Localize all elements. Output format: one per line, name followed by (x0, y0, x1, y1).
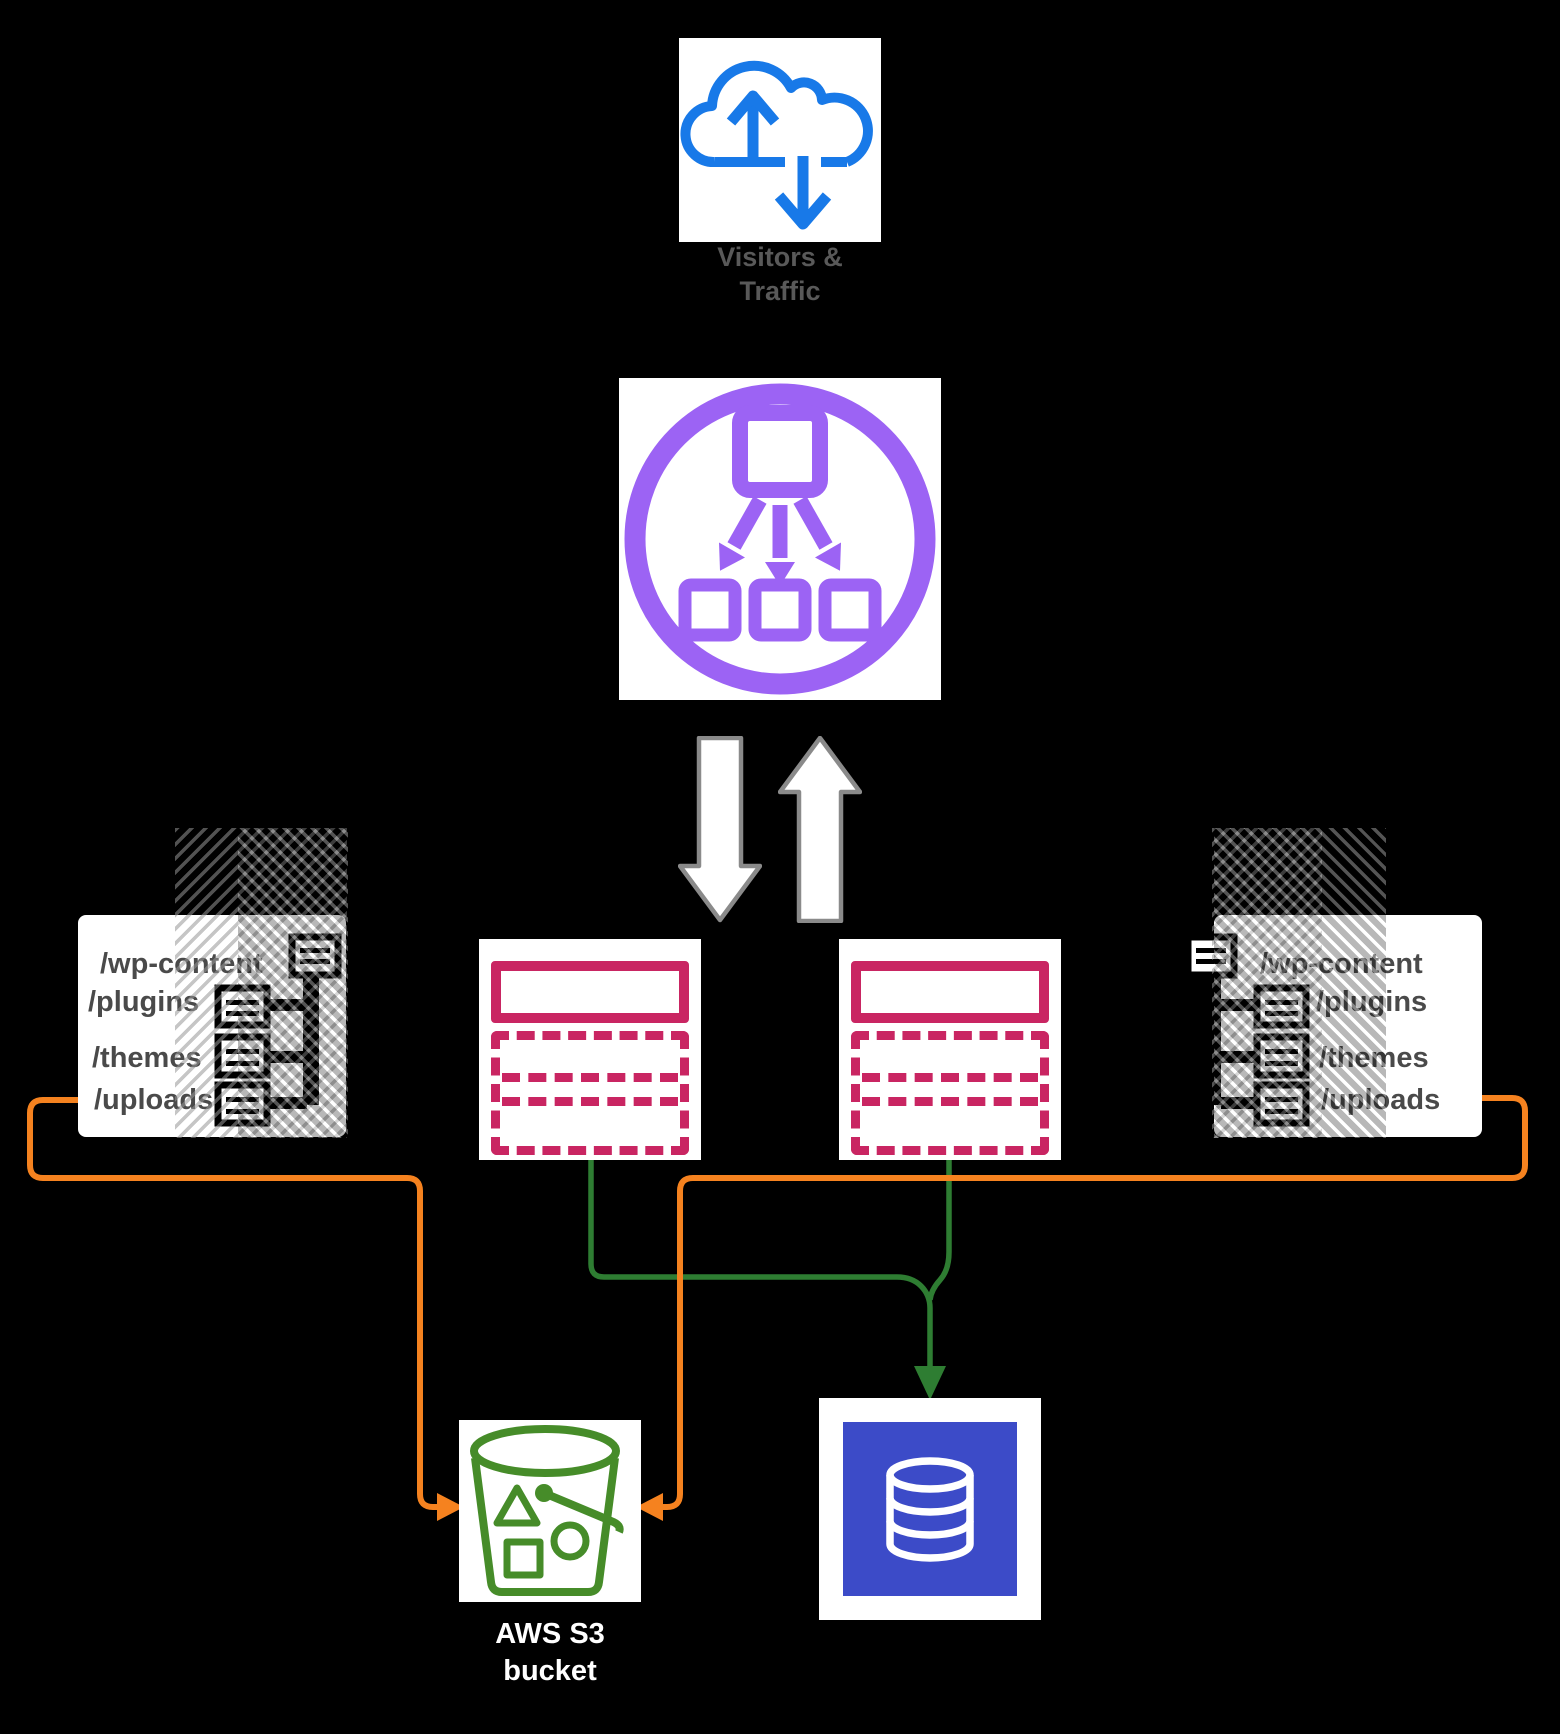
load-balancer-node (619, 378, 941, 700)
server-icon-solid-panel (851, 961, 1049, 1023)
hatch-overlay-right (1214, 828, 1386, 1138)
server-icon-dashed-panel (491, 1031, 689, 1155)
orange-connector-right (663, 1095, 1528, 1510)
server-dashed-row-line (502, 1073, 678, 1082)
visitors-caption-line1: Visitors & (717, 242, 843, 272)
server-node-left (479, 939, 701, 1160)
visitors-caption-line2: Traffic (739, 276, 821, 306)
server-dashed-row-line (862, 1097, 1038, 1106)
load-balancer-icon (624, 383, 936, 695)
s3-bucket-icon (470, 1425, 624, 1596)
right-label-plugins: /plugins (1316, 986, 1427, 1019)
right-label-themes: /themes (1319, 1042, 1429, 1075)
orange-arrowhead-left (437, 1493, 464, 1521)
s3-caption-line2: bucket (503, 1655, 597, 1687)
server-dashed-row-line (502, 1097, 678, 1106)
hatch-overlay-left (175, 828, 347, 1138)
green-connector-db (588, 1158, 952, 1366)
database-node (819, 1398, 1041, 1620)
server-icon-solid-panel (491, 961, 689, 1023)
database-icon (886, 1457, 974, 1562)
cloud-traffic-icon (680, 60, 873, 230)
right-label-uploads: /uploads (1321, 1084, 1440, 1117)
down-arrow (678, 736, 762, 923)
s3-caption-line1: AWS S3 (495, 1618, 605, 1650)
hatch-shadow-left (238, 828, 348, 1138)
server-dashed-row-line (862, 1073, 1038, 1082)
server-icon-dashed-panel (851, 1031, 1049, 1155)
visitors-node (679, 38, 881, 242)
green-arrowhead (914, 1366, 946, 1400)
orange-arrowhead-right (636, 1493, 663, 1521)
server-node-right (839, 939, 1061, 1160)
orange-connector-left (27, 1097, 437, 1510)
s3-bucket-node (459, 1420, 641, 1602)
visitors-caption: Visitors & Traffic (630, 240, 930, 308)
database-icon-background (843, 1422, 1017, 1596)
up-arrow (778, 736, 862, 923)
s3-caption: AWS S3 bucket (450, 1616, 650, 1690)
hatch-shadow-right (1212, 828, 1322, 1138)
